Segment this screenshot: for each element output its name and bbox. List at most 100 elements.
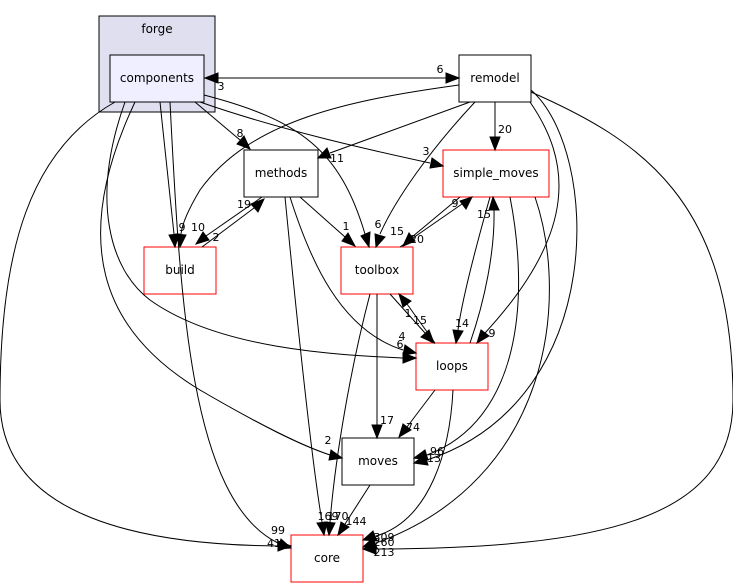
node-methods[interactable]: methods xyxy=(243,149,319,198)
edge-loops-moves-arrow xyxy=(398,423,412,439)
edge-label-remodel-core: 213 xyxy=(374,546,395,559)
edge-toolbox-loops-arrow xyxy=(420,329,435,344)
edge-label-components-build: 9 xyxy=(179,221,186,234)
edge-methods-toolbox-arrow xyxy=(341,232,357,247)
edge-components-core-b-arrow xyxy=(277,540,293,552)
node-build-box xyxy=(143,246,217,295)
edge-label-components-core-b: 41 xyxy=(267,537,281,550)
edge-remodel-methods[interactable] xyxy=(329,101,471,154)
edge-label-components-methods: 8 xyxy=(237,127,244,140)
edge-simple-moves-loops[interactable] xyxy=(457,196,491,331)
edge-moves-core[interactable] xyxy=(344,484,371,525)
node-build-label: build xyxy=(165,263,195,277)
node-components[interactable]: components xyxy=(109,54,205,103)
node-simple-moves[interactable]: simple_moves xyxy=(442,149,550,198)
edge-label-toolbox-moves: 17 xyxy=(380,414,394,427)
edge-remodel-core-arrow xyxy=(361,543,377,555)
node-simple-moves-label: simple_moves xyxy=(453,166,538,180)
node-core[interactable]: core xyxy=(290,534,364,583)
edge-label-components-toolbox: 6 xyxy=(375,218,382,231)
edge-components-loops[interactable] xyxy=(106,101,404,359)
node-loops-box xyxy=(415,342,489,391)
edge-methods-build-arrow xyxy=(194,231,210,245)
edge-remodel-moves[interactable] xyxy=(426,89,578,461)
edge-label-components-loops: 6 xyxy=(397,338,404,351)
edge-loops-core[interactable] xyxy=(375,389,454,537)
edge-label-remodel-build: 10 xyxy=(191,221,205,234)
edge-simple-moves-core[interactable] xyxy=(375,196,550,544)
edge-build-methods[interactable] xyxy=(201,207,255,248)
edge-label-loops-core: 309 xyxy=(374,531,395,544)
edge-methods-toolbox[interactable] xyxy=(299,196,346,238)
edge-remodel-core[interactable] xyxy=(375,91,733,550)
edge-label-simple-moves-moves: 96 xyxy=(430,445,444,458)
edge-simple-moves-moves[interactable] xyxy=(426,196,520,456)
edge-label-toolbox-simple-moves: 9 xyxy=(452,197,459,210)
node-methods-box xyxy=(243,149,319,198)
edge-label-simple-moves-toolbox: 20 xyxy=(410,233,424,246)
edge-components-remodel-arrow xyxy=(445,72,461,84)
edge-components-toolbox[interactable] xyxy=(203,94,366,235)
edge-components-core-b[interactable] xyxy=(0,101,279,547)
edge-components-moves[interactable] xyxy=(100,101,331,456)
edge-label-simple-moves-loops: 15 xyxy=(477,208,491,221)
edge-label-remodel-loops: 9 xyxy=(489,327,496,340)
node-loops[interactable]: loops xyxy=(415,342,489,391)
edge-label-build-methods: 19 xyxy=(237,198,251,211)
edge-remodel-build[interactable] xyxy=(180,84,460,235)
node-remodel[interactable]: remodel xyxy=(458,54,532,103)
edge-methods-core-arrow xyxy=(316,521,328,537)
node-build[interactable]: build xyxy=(143,246,217,295)
edge-toolbox-loops[interactable] xyxy=(389,293,426,334)
edge-label-remodel-moves: 13 xyxy=(427,452,441,465)
edge-label-loops-toolbox: 1 xyxy=(405,307,412,320)
edge-methods-loops-arrow xyxy=(402,344,418,356)
edge-components-simple-moves[interactable] xyxy=(199,101,431,164)
node-toolbox[interactable]: toolbox xyxy=(340,246,414,295)
edge-remodel-toolbox[interactable] xyxy=(379,101,476,235)
edge-label-toolbox-core: 170 xyxy=(328,510,349,523)
edge-components-core-a[interactable] xyxy=(169,101,279,544)
edge-label-toolbox-loops: 15 xyxy=(413,314,427,327)
edge-remodel-toolbox-arrow xyxy=(374,233,386,249)
edge-toolbox-simple-moves-arrow xyxy=(459,196,473,210)
edge-simple-moves-toolbox[interactable] xyxy=(411,196,461,238)
node-core-box xyxy=(290,534,364,583)
edge-simple-moves-toolbox-arrow xyxy=(402,232,416,247)
node-toolbox-label: toolbox xyxy=(355,263,399,277)
edge-label-components-simple-moves: 3 xyxy=(423,145,430,158)
edge-components-build[interactable] xyxy=(159,101,175,235)
edge-simple-moves-loops-arrow xyxy=(452,329,464,345)
edge-remodel-loops-arrow xyxy=(476,329,490,345)
node-simple-moves-box xyxy=(442,149,550,198)
edge-label-components-core-a: 99 xyxy=(271,524,285,537)
edge-label-methods-core: 169 xyxy=(318,510,339,523)
node-components-box xyxy=(109,54,205,103)
edge-methods-core[interactable] xyxy=(284,196,323,523)
edge-loops-simple-moves[interactable] xyxy=(469,209,495,344)
edge-toolbox-core[interactable] xyxy=(329,293,371,523)
edge-components-simple-moves-arrow xyxy=(429,157,445,169)
edge-methods-loops[interactable] xyxy=(289,196,404,351)
edge-loops-toolbox[interactable] xyxy=(406,303,436,344)
edge-moves-core-arrow xyxy=(337,521,350,537)
node-moves-label: moves xyxy=(358,454,398,468)
edge-remodel-loops[interactable] xyxy=(484,101,560,334)
edge-remodel-moves-arrow xyxy=(412,454,429,466)
edge-components-methods[interactable] xyxy=(194,101,241,141)
node-methods-label: methods xyxy=(255,166,308,180)
edge-label-remodel-toolbox: 15 xyxy=(390,225,404,238)
node-remodel-label: remodel xyxy=(470,71,519,85)
node-moves[interactable]: moves xyxy=(341,437,415,486)
edge-label-loops-simple-moves: 14 xyxy=(455,317,469,330)
edge-label-components-remodel: 3 xyxy=(218,80,225,93)
node-components-label: components xyxy=(120,71,194,85)
edge-label-methods-build: 2 xyxy=(213,231,220,244)
edge-loops-toolbox-arrow xyxy=(398,292,412,308)
edge-loops-moves[interactable] xyxy=(406,389,436,428)
edge-label-moves-core: 144 xyxy=(346,515,367,528)
edge-loops-simple-moves-arrow xyxy=(488,195,500,211)
edge-label-loops-moves: 74 xyxy=(406,421,420,434)
edge-remodel-simple-moves-arrow xyxy=(489,136,501,152)
